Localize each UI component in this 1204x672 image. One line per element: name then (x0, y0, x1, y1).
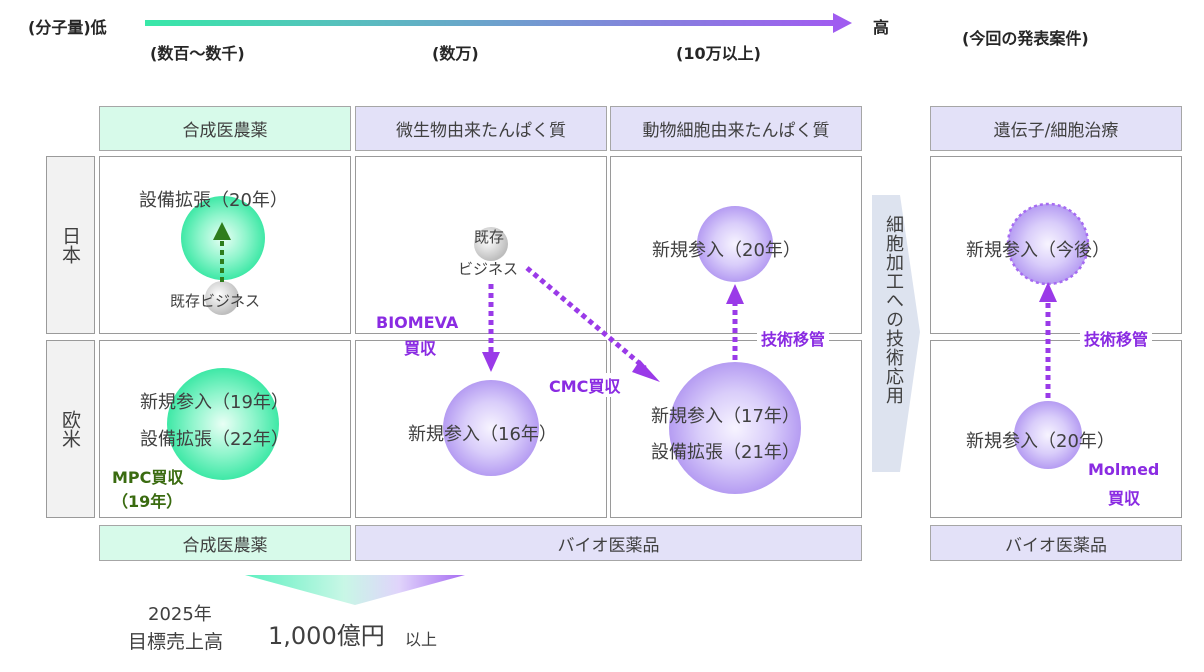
arrowhead-biomeva (482, 352, 500, 372)
target-year: 2025年 (148, 604, 212, 625)
scale-low-label: (分子量)低 (28, 18, 107, 37)
annotation-molmed-2: 買収 (1108, 489, 1141, 508)
current-case-label: (今回の発表案件) (962, 29, 1089, 48)
circle-us-gene (1014, 401, 1082, 469)
annotation-mpc-1: MPC買収 (112, 468, 184, 487)
text-us-micro: 新規参入（16年） (408, 424, 557, 445)
text-us-synthetic-1: 新規参入（19年） (140, 392, 289, 413)
text-jp-synthetic-base: 既存ビジネス (170, 292, 261, 310)
row-label-japan: 日本 (46, 156, 95, 334)
scale-tick-1: (数百～数千) (150, 44, 245, 63)
text-jp-micro-base-1: 既存 (474, 228, 505, 246)
text-us-animal-1: 新規参入（17年） (651, 406, 800, 427)
arrowhead-tech-transfer-1 (726, 284, 744, 304)
text-jp-animal: 新規参入（20年） (652, 240, 801, 261)
arrow-cmc (525, 266, 647, 370)
circle-us-synthetic (167, 368, 279, 480)
text-us-synthetic-2: 設備拡張（22年） (140, 429, 289, 450)
target-label: 目標売上高 (128, 631, 224, 653)
row-label-western: 欧米 (46, 340, 95, 518)
circle-jp-synthetic-base (205, 281, 239, 315)
annotation-mpc-2: （19年） (112, 492, 183, 511)
target-suffix: 以上 (405, 630, 438, 649)
circle-us-micro (443, 380, 539, 476)
circle-jp-animal (697, 206, 773, 282)
text-jp-gene: 新規参入（今後） (966, 240, 1110, 261)
col-footer-bio-1: バイオ医薬品 (355, 525, 862, 561)
text-jp-synthetic-title: 設備拡張（20年） (139, 190, 288, 211)
scale-tick-3: (10万以上) (676, 44, 761, 63)
col-header-gene-cell: 遺伝子/細胞治療 (930, 106, 1182, 151)
annotation-molmed-1: Molmed (1088, 460, 1160, 479)
text-us-gene: 新規参入（20年） (966, 431, 1115, 452)
annotation-biomeva-1: BIOMEVA (372, 313, 463, 332)
arrowhead-cmc (632, 360, 660, 382)
annotation-tech-transfer-1: 技術移管 (757, 326, 830, 350)
annotation-tech-transfer-2: 技術移管 (1080, 326, 1153, 350)
circle-us-animal (669, 362, 801, 494)
scale-tick-2: (数万) (432, 44, 479, 63)
col-header-synthetic: 合成医農薬 (99, 106, 351, 151)
col-header-microbial: 微生物由来たんぱく質 (355, 106, 607, 151)
col-footer-bio-2: バイオ医薬品 (930, 525, 1182, 561)
arrowhead-jp-synthetic (213, 222, 231, 240)
circle-jp-micro-base (474, 227, 508, 261)
annotation-cmc: CMC買収 (546, 373, 624, 397)
annotation-biomeva-2: 買収 (404, 339, 437, 358)
text-us-animal-2: 設備拡張（21年） (651, 442, 800, 463)
text-jp-micro-base-2: ビジネス (458, 260, 519, 278)
col-footer-synthetic: 合成医農薬 (99, 525, 351, 561)
arrowhead-tech-transfer-2 (1039, 282, 1057, 302)
scale-high-label: 高 (873, 18, 890, 37)
target-amount: 1,000億円 (268, 622, 385, 650)
middle-arrow-text: 細胞加工への技術応用 (883, 215, 904, 405)
col-header-animal-cell: 動物細胞由来たんぱく質 (610, 106, 862, 151)
